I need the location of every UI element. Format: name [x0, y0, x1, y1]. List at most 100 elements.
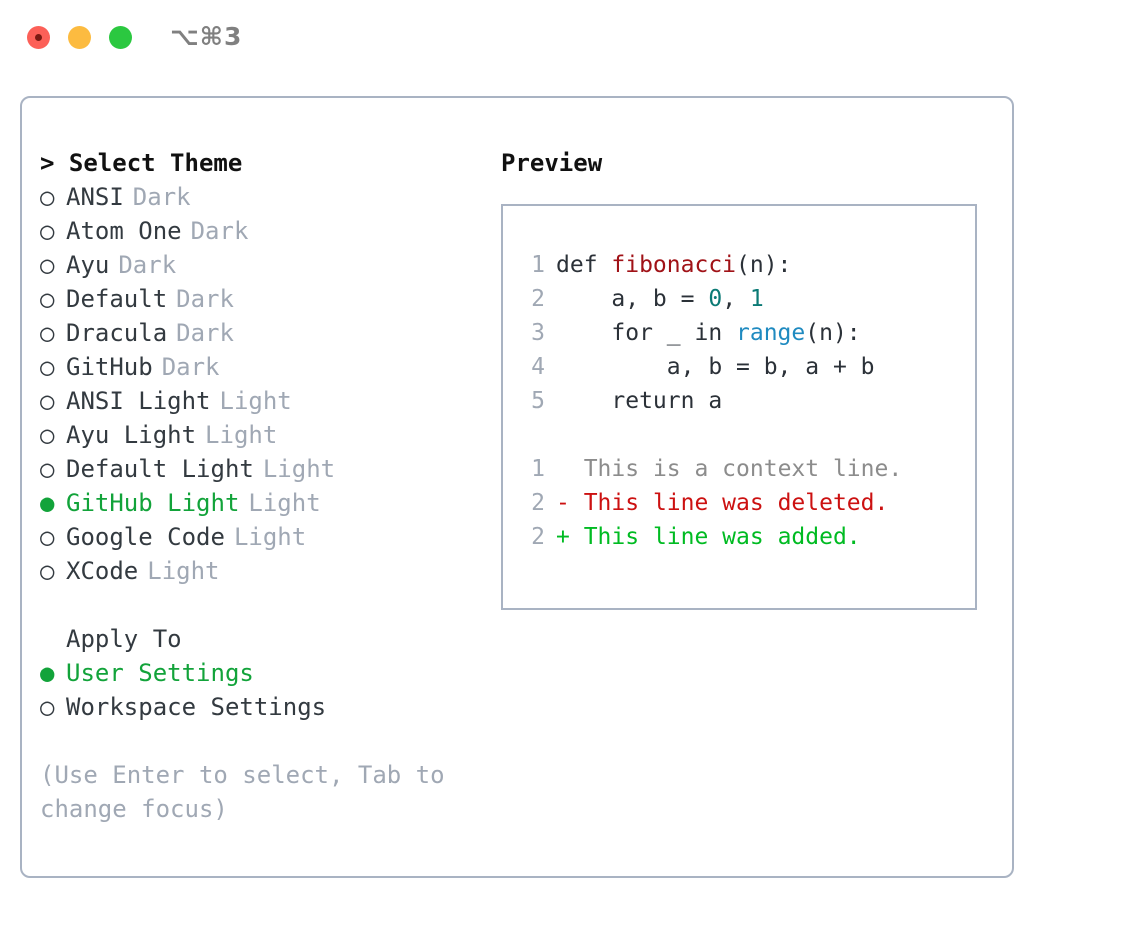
- radio-unselected-icon: ○: [40, 523, 55, 551]
- theme-name-label: Atom One: [66, 217, 182, 245]
- diff-text: This line was deleted.: [583, 490, 889, 516]
- diff-text: This is a context line.: [583, 456, 903, 482]
- radio-selected-icon: ●: [40, 659, 55, 687]
- radio-unselected-icon: ○: [40, 319, 55, 347]
- code-token: return a: [556, 388, 723, 414]
- line-number: 2: [531, 286, 545, 312]
- maximize-window-button[interactable]: [109, 26, 132, 49]
- theme-variant-label: Dark: [132, 183, 191, 211]
- radio-unselected-icon: ○: [40, 557, 55, 585]
- diff-line-number: 2: [531, 490, 545, 516]
- theme-name-label: XCode: [66, 557, 139, 585]
- diff-line: 1 This is a context line.: [519, 452, 975, 486]
- code-line: 3 for _ in range(n):: [519, 316, 975, 350]
- apply-to-option[interactable]: ○ Workspace Settings: [40, 690, 480, 724]
- code-token: 0: [708, 286, 723, 312]
- theme-name-label: Default: [66, 285, 168, 313]
- theme-name-label: Default Light: [66, 455, 254, 483]
- theme-list-item[interactable]: ● GitHub Light Light: [40, 486, 480, 520]
- code-token: a, b = b, a + b: [556, 354, 875, 380]
- diff-marker: +: [556, 524, 584, 550]
- diff-line: 2 + This line was added.: [519, 520, 975, 554]
- theme-variant-label: Dark: [161, 353, 220, 381]
- code-token: fibonacci: [611, 252, 737, 278]
- minimize-window-button[interactable]: [68, 26, 91, 49]
- line-number: 5: [531, 388, 545, 414]
- code-line: 2 a, b = 0, 1: [519, 282, 975, 316]
- diff-marker: -: [556, 490, 584, 516]
- code-token: for _ in: [556, 320, 737, 346]
- theme-name-label: ANSI: [66, 183, 124, 211]
- radio-unselected-icon: ○: [40, 693, 55, 721]
- diff-line-number: 2: [531, 524, 545, 550]
- theme-name-label: ANSI Light: [66, 387, 211, 415]
- theme-variant-label: Dark: [190, 217, 249, 245]
- diff-line-number: 1: [531, 456, 545, 482]
- radio-unselected-icon: ○: [40, 421, 55, 449]
- code-token: a, b =: [556, 286, 709, 312]
- theme-list-item[interactable]: ○ ANSI Dark: [40, 180, 480, 214]
- theme-list-item[interactable]: ○ Dracula Dark: [40, 316, 480, 350]
- radio-unselected-icon: ○: [40, 455, 55, 483]
- radio-unselected-icon: ○: [40, 217, 55, 245]
- theme-name-label: GitHub Light: [66, 489, 240, 517]
- radio-unselected-icon: ○: [40, 285, 55, 313]
- theme-variant-label: Light: [233, 523, 307, 551]
- code-line: 5 return a: [519, 384, 975, 418]
- apply-to-label: Apply To: [66, 625, 182, 653]
- radio-unselected-icon: ○: [40, 251, 55, 279]
- keyboard-hint-text: (Use Enter to select, Tab to change focu…: [40, 761, 460, 823]
- theme-name-label: Ayu Light: [66, 421, 197, 449]
- diff-marker: [556, 452, 584, 486]
- theme-list-item[interactable]: ○ Ayu Dark: [40, 248, 480, 282]
- radio-selected-icon: ●: [40, 489, 55, 517]
- radio-unselected-icon: ○: [40, 353, 55, 381]
- theme-list-item[interactable]: ○ Default Dark: [40, 282, 480, 316]
- code-line: 1 def fibonacci(n):: [519, 248, 975, 282]
- theme-list-header: > Select Theme: [40, 149, 243, 177]
- theme-list-item[interactable]: ○ Atom One Dark: [40, 214, 480, 248]
- apply-to-options[interactable]: ● User Settings ○ Workspace Settings: [40, 656, 480, 724]
- line-number: 3: [531, 320, 545, 346]
- code-token: 1: [749, 286, 764, 312]
- code-token: (n):: [736, 252, 792, 278]
- theme-variant-label: Dark: [118, 251, 177, 279]
- diff-sample: 1 This is a context line. 2- This line wa…: [519, 452, 975, 554]
- apply-to-option-label: User Settings: [66, 659, 254, 687]
- theme-list-item[interactable]: ○ Default Light Light: [40, 452, 480, 486]
- theme-name-label: Google Code: [66, 523, 225, 551]
- code-token: def: [556, 252, 612, 278]
- code-diff-gap: [519, 418, 975, 452]
- line-number: 4: [531, 354, 545, 380]
- radio-unselected-icon: ○: [40, 183, 55, 211]
- keyboard-shortcut-label: ⌥⌘3: [170, 22, 243, 51]
- theme-variant-label: Dark: [176, 319, 234, 347]
- theme-list-item[interactable]: ○ Google Code Light: [40, 520, 480, 554]
- list-spacer: [40, 588, 480, 622]
- close-window-button[interactable]: [27, 26, 50, 49]
- diff-text: This line was added.: [583, 524, 861, 550]
- line-number: 1: [531, 252, 545, 278]
- title-bar: ⌥⌘3: [0, 0, 1140, 76]
- theme-name-label: Dracula: [66, 319, 168, 347]
- theme-variant-label: Dark: [176, 285, 234, 313]
- apply-to-option[interactable]: ● User Settings: [40, 656, 480, 690]
- code-token: ,: [722, 286, 750, 312]
- preview-title: Preview: [501, 149, 603, 177]
- theme-variant-label: Light: [262, 455, 336, 483]
- theme-variant-label: Light: [248, 489, 321, 517]
- traffic-lights: [27, 26, 132, 49]
- apply-to-option-label: Workspace Settings: [66, 693, 327, 721]
- theme-name-label: Ayu: [66, 251, 110, 279]
- code-line: 4 a, b = b, a + b: [519, 350, 975, 384]
